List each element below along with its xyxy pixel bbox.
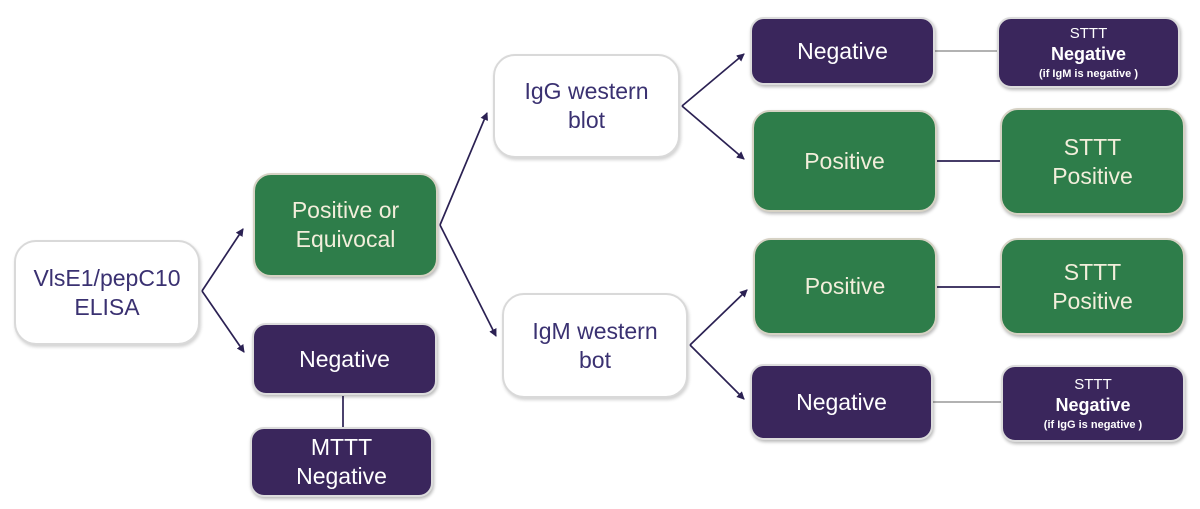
arrow-positive-or-equivocal-to-igm (439, 224, 497, 337)
node-elisa-negative: Negative (252, 323, 437, 395)
node-sttt-negative-if-igm: STTT Negative (if IgM is negative ) (997, 17, 1180, 88)
arrow-elisa-to-negative (201, 290, 245, 353)
node-igm-western-bot-label: IgM western bot (532, 317, 658, 373)
arrow-positive-or-equivocal-to-igg (439, 112, 488, 226)
node-sttt-positive-igm-label: STTT Positive (1052, 258, 1133, 314)
node-sttt-positive-igg-label: STTT Positive (1052, 133, 1133, 189)
result-label: Negative (1055, 395, 1131, 416)
node-sttt-positive-igg: STTT Positive (1000, 108, 1185, 215)
node-igg-positive: Positive (752, 110, 937, 212)
node-sttt-negative-if-igg: STTT Negative (if IgG is negative ) (1001, 365, 1185, 442)
sttt-label: STTT (1074, 375, 1112, 393)
node-igg-western-blot-label: IgG western blot (524, 78, 649, 133)
sttt-label: STTT (1069, 24, 1108, 42)
arrow-igm-to-positive (689, 289, 748, 346)
node-igg-negative: Negative (750, 17, 935, 85)
node-elisa-negative-label: Negative (299, 345, 390, 372)
node-elisa-label: VlsE1/pepC10 ELISA (33, 264, 181, 320)
node-mttt-negative-label: MTTT Negative (296, 434, 387, 489)
node-igg-positive-label: Positive (804, 147, 885, 174)
arrow-igg-to-positive (681, 105, 745, 160)
node-igm-western-bot: IgM western bot (502, 293, 688, 398)
condition-note: (if IgM is negative ) (1038, 67, 1138, 80)
node-igg-negative-label: Negative (797, 37, 888, 64)
node-igm-positive-label: Positive (804, 273, 886, 300)
node-igm-negative-label: Negative (796, 388, 887, 415)
node-igm-negative: Negative (750, 364, 933, 440)
node-elisa: VlsE1/pepC10 ELISA (14, 240, 200, 345)
condition-note: (if IgG is negative ) (1043, 418, 1143, 431)
node-positive-or-equivocal: Positive or Equivocal (253, 173, 438, 277)
arrow-elisa-to-positive-or-equivocal (201, 228, 244, 292)
arrow-igm-to-negative (689, 344, 745, 400)
node-sttt-positive-igm: STTT Positive (1000, 238, 1185, 335)
node-positive-or-equivocal-label: Positive or Equivocal (291, 197, 400, 252)
arrow-igg-to-negative (681, 53, 745, 107)
result-label: Negative (1050, 44, 1127, 65)
node-igm-positive: Positive (753, 238, 937, 335)
node-mttt-negative: MTTT Negative (250, 427, 433, 497)
node-igg-western-blot: IgG western blot (493, 54, 680, 158)
